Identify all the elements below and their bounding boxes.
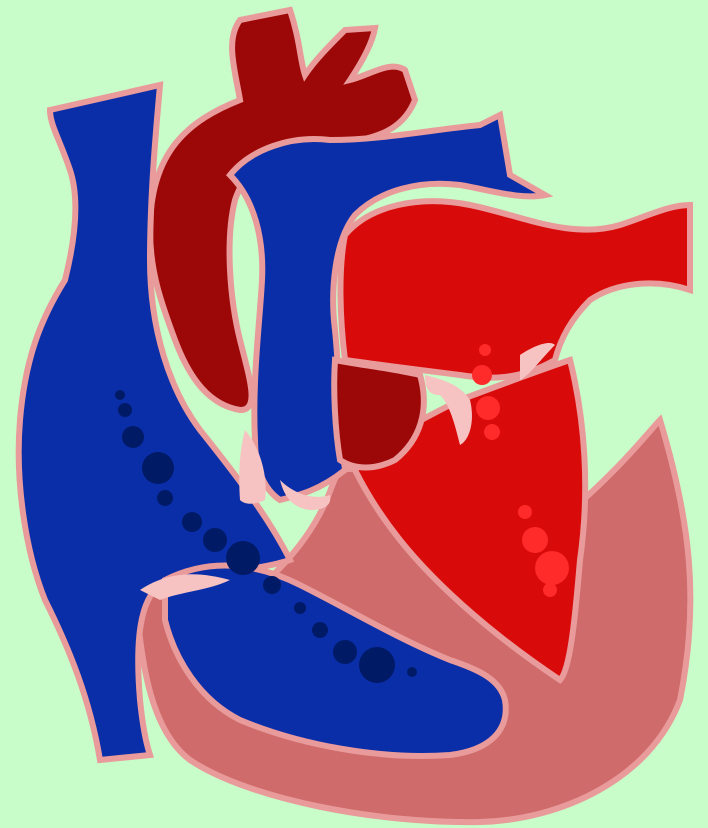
heart-diagram xyxy=(0,0,708,828)
heart-cross-section-icon xyxy=(0,0,708,828)
